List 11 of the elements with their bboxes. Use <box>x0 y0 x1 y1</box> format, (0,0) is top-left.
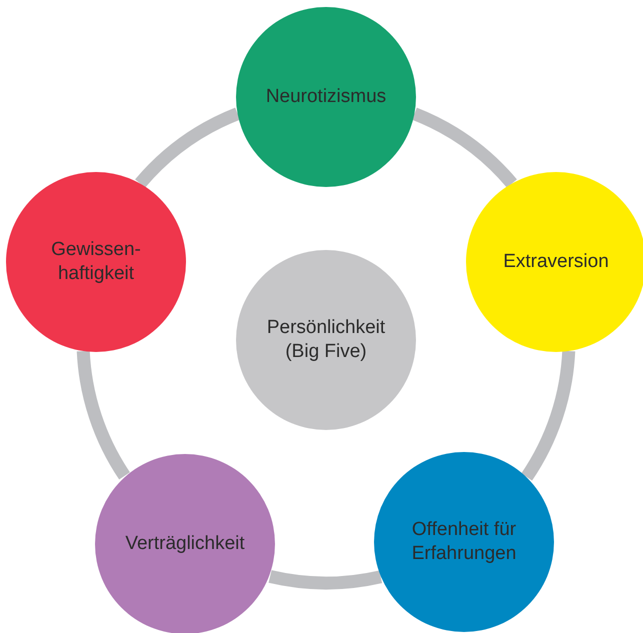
trait-label: Gewissen- haftigkeit <box>50 238 142 286</box>
trait-label: Neurotizismus <box>264 85 388 109</box>
trait-label: Verträglichkeit <box>124 532 246 556</box>
trait-label: Offenheit für Erfahrungen <box>410 518 518 566</box>
trait-label: Persönlichkeit (Big Five) <box>266 316 386 364</box>
ring-arc <box>521 350 576 480</box>
ring-arc <box>76 350 130 480</box>
ring-arc <box>268 570 382 590</box>
trait-label: Extraversion <box>502 250 610 274</box>
ring-arc <box>135 108 240 188</box>
ring-arc <box>412 108 517 188</box>
